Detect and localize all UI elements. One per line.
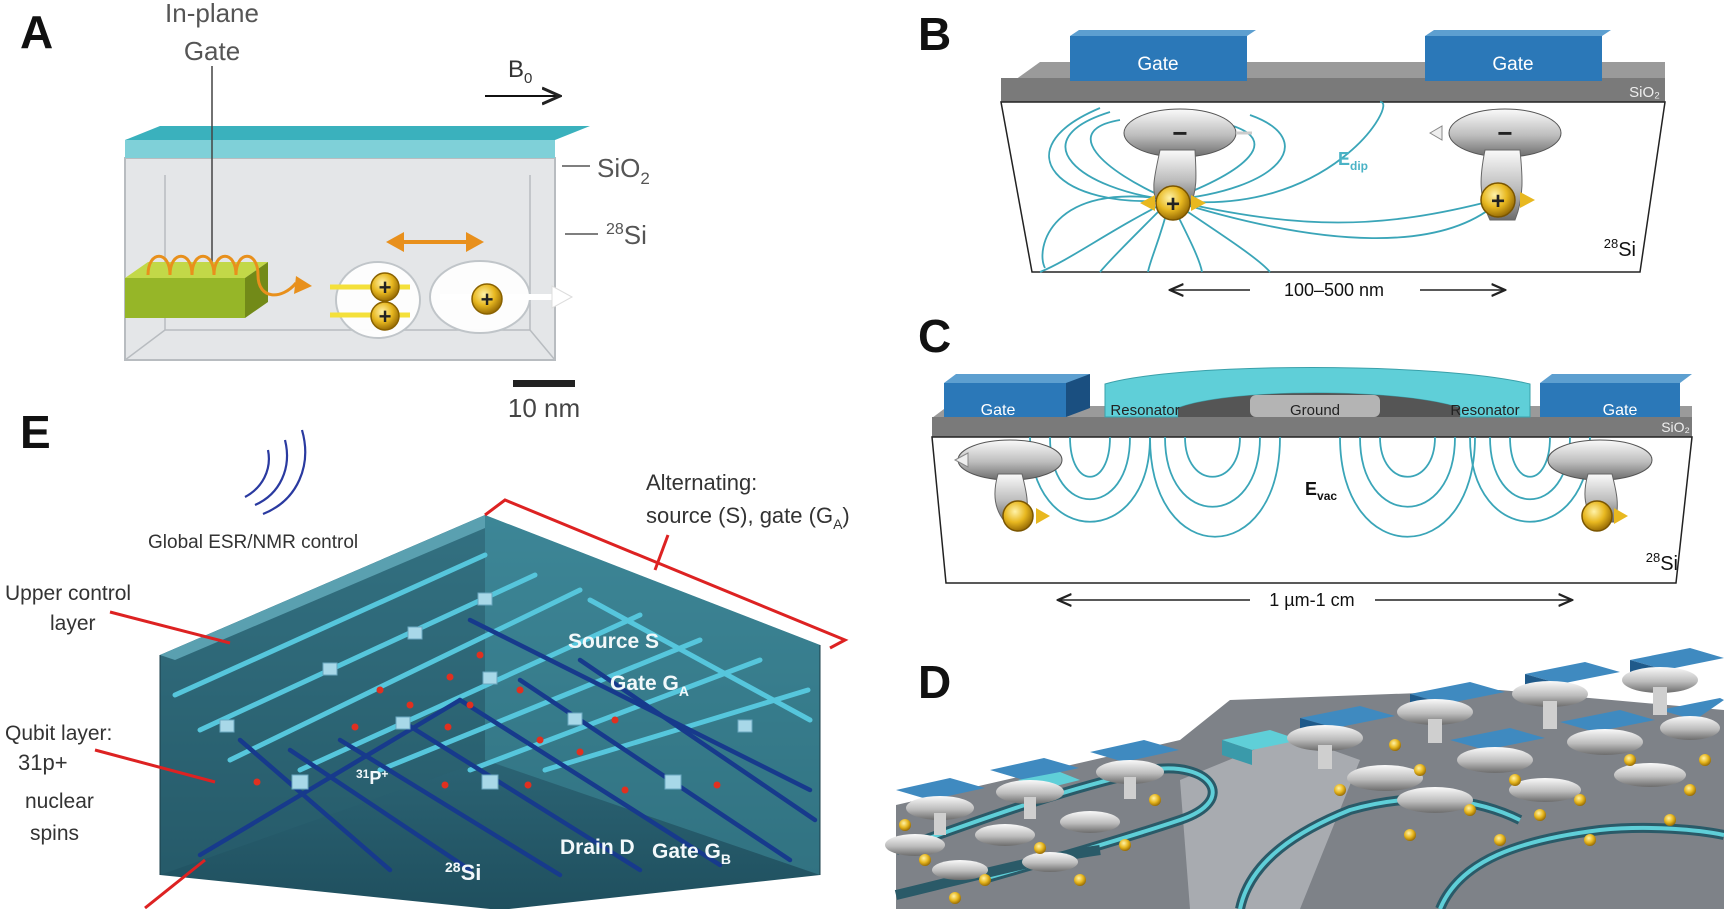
donor-nuclei [899,739,1711,904]
gate-label: Gate [184,36,240,66]
panel-d: D [885,648,1724,909]
minus-sign: − [1172,118,1187,148]
panel-d-letter: D [918,656,951,708]
drain-label: Drain D [560,836,635,859]
in-plane-gate-top [125,262,268,278]
panel-a: A In-plane Gate B0 SiO2 28Si [20,0,650,423]
panel-c: C SiO₂ Gate Gate Ground Resonator Resona… [918,310,1693,610]
scale-label: 10 nm [508,393,580,423]
gate-contacts [219,592,753,790]
in-plane-gate [125,278,245,318]
panel-e: E Global ESR/NMR control [5,406,850,909]
panel-a-letter: A [20,6,53,58]
sio2-layer [1001,78,1665,102]
alternating-label-2: source (S), gate (GA) [646,503,850,532]
sio2-layer-top [125,126,590,140]
donor-nucleus-1 [370,272,400,302]
qubit-layer-pointer [94,748,216,784]
bottom-pointer [144,858,206,909]
gate-a-label: Gate GA [610,672,689,699]
global-control-label: Global ESR/NMR control [148,532,358,553]
gate-right-label: Gate [1603,402,1638,419]
in-plane-label: In-plane [165,0,259,28]
gate-left-label: Gate [981,402,1016,419]
resonator-right-label: Resonator [1450,402,1519,419]
sio2-label: SiO2 [597,153,650,188]
gate-right [1425,36,1602,81]
resonator-traces [894,763,1724,909]
e-vac-label: Evac [1305,479,1337,503]
si28-label: 28Si [606,220,647,250]
silicon-substrate [931,436,1693,584]
plus-sign: + [1491,188,1505,215]
plus-sign: + [379,275,392,300]
sio2-layer [125,140,555,158]
upper-layer-label-1: Upper control [5,582,131,605]
plus-sign: + [481,287,494,312]
ground-label: Ground [1290,402,1340,419]
alternating-label-1: Alternating: [646,470,757,495]
gate-left [944,383,1066,417]
distance-label: 1 µm-1 cm [1269,590,1354,610]
panel-b: B SiO₂ Gate Gate Edip [918,8,1666,300]
e-dip-label: Edip [1338,149,1368,173]
panel-b-letter: B [918,8,951,60]
qubit-layer-label-2: 31p+ [18,750,68,775]
sio2-layer [932,417,1692,437]
gate-right [1540,383,1680,417]
microwave-wave [146,254,298,297]
scale-bar [513,380,575,387]
minus-sign: − [1497,118,1512,148]
alternating-bracket [484,498,849,650]
panel-e-letter: E [20,406,51,458]
qubit-layer-label-3: nuclear [25,790,94,813]
si28-label: 28Si [1604,236,1636,261]
si28-label: 28Si [445,859,481,885]
dipole-field-lines [1039,101,1496,273]
ground-plane [1250,395,1380,417]
spin-qubit-array [885,667,1720,880]
source-label: Source S [568,630,659,653]
upper-control-wires [172,552,813,773]
qubit-layer-label-1: Qubit layer: [5,722,112,745]
gate-b-label: Gate GB [652,840,731,867]
resonator-left-label: Resonator [1110,402,1179,419]
upper-layer-label-2: layer [50,612,96,635]
si28-label: 28Si [1646,550,1678,575]
p31-donors [253,651,721,794]
distance-label: 100–500 nm [1284,280,1384,300]
qubit-layer-label-4: spins [30,822,79,845]
lower-control-wires [197,617,818,878]
donor-nucleus-3 [471,283,503,315]
nucleus-left [1155,185,1191,221]
wireless-signal-icon [244,429,307,516]
plus-sign: + [1166,191,1180,218]
sio2-label: SiO₂ [1629,84,1660,101]
nucleus-left [1002,500,1034,532]
plus-sign: + [379,304,392,329]
p31-label: 31P+ [356,767,388,788]
donor-nucleus-2 [370,301,400,331]
panel-c-letter: C [918,310,951,362]
upper-layer-pointer [109,610,231,645]
b0-label: B0 [508,56,532,87]
nucleus-right [1480,182,1516,218]
nucleus-right [1581,500,1613,532]
gate-left [1070,36,1247,81]
gate-left-label: Gate [1137,54,1178,75]
gate-right-label: Gate [1492,54,1533,75]
silicon-substrate [1000,101,1666,273]
sio2-label: SiO₂ [1661,419,1690,435]
